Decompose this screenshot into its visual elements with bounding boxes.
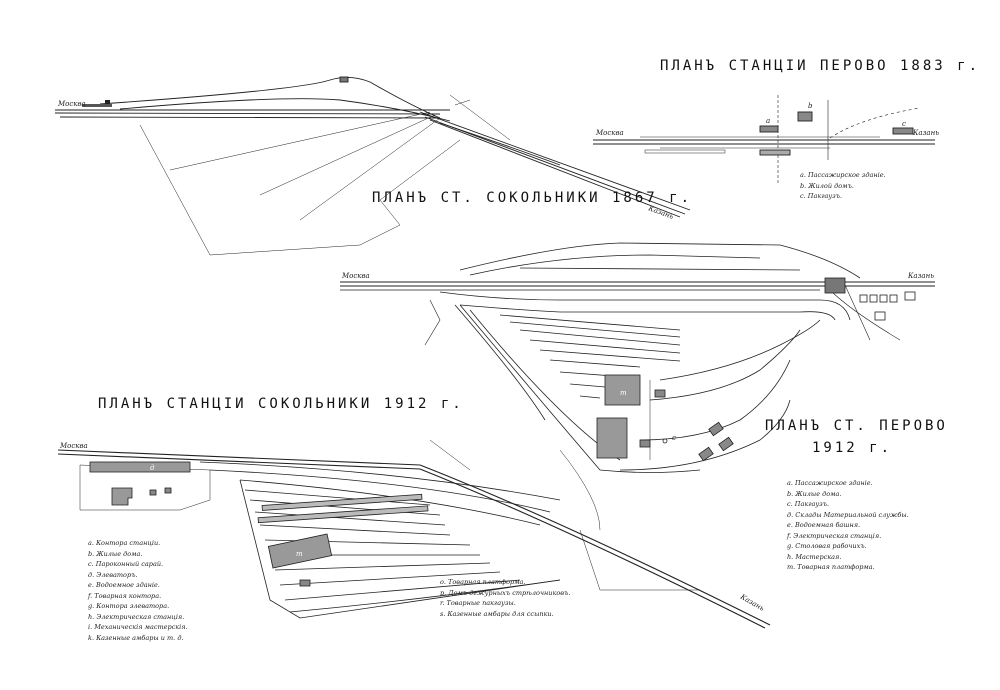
legend-perovo-1912: а. Пассажирское зданіе. b. Жилые дома. с… <box>787 478 909 573</box>
perovo-1883-moskva-label: Москва <box>595 129 624 137</box>
legend-sokolniki-1912-right: о. Товарная платформа. р. Домъ дежурныхъ… <box>440 577 570 619</box>
legend-item: а. Пассажирское зданіе. <box>800 171 886 179</box>
legend-item: а. Пассажирское зданіе. <box>787 479 873 487</box>
legend-item: с. Пароконный сарай. <box>88 560 164 568</box>
perovo-1883-marker-a: а <box>766 117 770 125</box>
sokolniki-1912-marker-d: д <box>150 464 155 472</box>
legend-item: g. Столовая рабочихъ. <box>787 542 867 550</box>
title-sokolniki-1867: ПЛАНЪ СТ. СОКОЛЬНИКИ 1867 г. <box>372 190 693 206</box>
legend-item: b. Жилой домъ. <box>800 181 854 190</box>
legend-item: о. Товарная платформа. <box>440 578 526 586</box>
legend-item: h. Электрическая станція. <box>88 612 185 621</box>
perovo-1912-marker-c: с <box>672 434 676 442</box>
perovo-1883-marker-b: b <box>808 102 813 110</box>
legend-item: g. Контора элеватора. <box>88 602 170 610</box>
legend-item: f. Электрическая станція. <box>787 531 882 540</box>
sokolniki-1912-kazan-label: Казань <box>738 592 766 613</box>
sokolniki-1867-kazan-label: Казань <box>646 204 674 221</box>
legend-item: д. Элеваторъ. <box>88 570 138 579</box>
plan-perovo-1883 <box>593 95 935 185</box>
legend-item: р. Домъ дежурныхъ стрѣлочниковъ. <box>440 588 571 597</box>
title-perovo-1883: ПЛАНЪ СТАНЦІИ ПЕРОВО 1883 г. <box>660 58 981 74</box>
legend-item: m. Товарная платформа. <box>787 563 875 571</box>
plan-sokolniki-1867 <box>54 76 691 256</box>
legend-perovo-1883: а. Пассажирское зданіе. b. Жилой домъ. с… <box>800 170 886 202</box>
legend-item: е. Водоемная башня. <box>787 521 861 529</box>
title-perovo-1912-line1: ПЛАНЪ СТ. ПЕРОВО <box>765 418 948 434</box>
perovo-1912-kazan-label: Казань <box>907 272 934 280</box>
legend-item: s. Казенные амбары для ссыпки. <box>440 609 554 618</box>
perovo-1883-marker-c: с <box>902 120 906 128</box>
legend-item: r. Товарные пакгаузы. <box>440 599 516 607</box>
legend-item: а. Контора станціи. <box>88 539 161 547</box>
perovo-1912-moskva-label: Москва <box>341 272 370 280</box>
legend-item: b. Жилые дома. <box>88 549 143 558</box>
legend-item: b. Жилые дома. <box>787 489 842 498</box>
title-sokolniki-1912: ПЛАНЪ СТАНЦІИ СОКОЛЬНИКИ 1912 г. <box>98 396 464 412</box>
legend-item: е. Водоемное зданіе. <box>88 581 160 589</box>
perovo-1883-kazan-label: Казань <box>912 129 939 137</box>
legend-item: k. Казенные амбары и т. д. <box>88 633 184 642</box>
legend-item: i. Механическія мастерскія. <box>88 623 188 631</box>
sokolniki-1912-moskva-label: Москва <box>59 442 88 450</box>
legend-item: с. Пакгаузъ. <box>800 192 843 200</box>
sokolniki-1912-marker-m: m <box>296 550 303 558</box>
legend-item: f. Товарная контора. <box>88 591 162 600</box>
legend-item: д. Склады Материальной службы. <box>787 510 909 519</box>
legend-sokolniki-1912-left: а. Контора станціи. b. Жилые дома. с. Па… <box>88 538 188 643</box>
plan-sokolniki-1912 <box>57 439 771 629</box>
legend-item: с. Пакгаузъ. <box>787 500 830 508</box>
legend-item: h. Мастерская. <box>787 552 842 561</box>
plan-perovo-1912 <box>340 242 935 473</box>
title-perovo-1912-line2: 1912 г. <box>812 440 893 456</box>
sokolniki-1867-moskva-label: Москва <box>57 100 86 108</box>
perovo-1912-marker-m: m <box>620 389 627 397</box>
